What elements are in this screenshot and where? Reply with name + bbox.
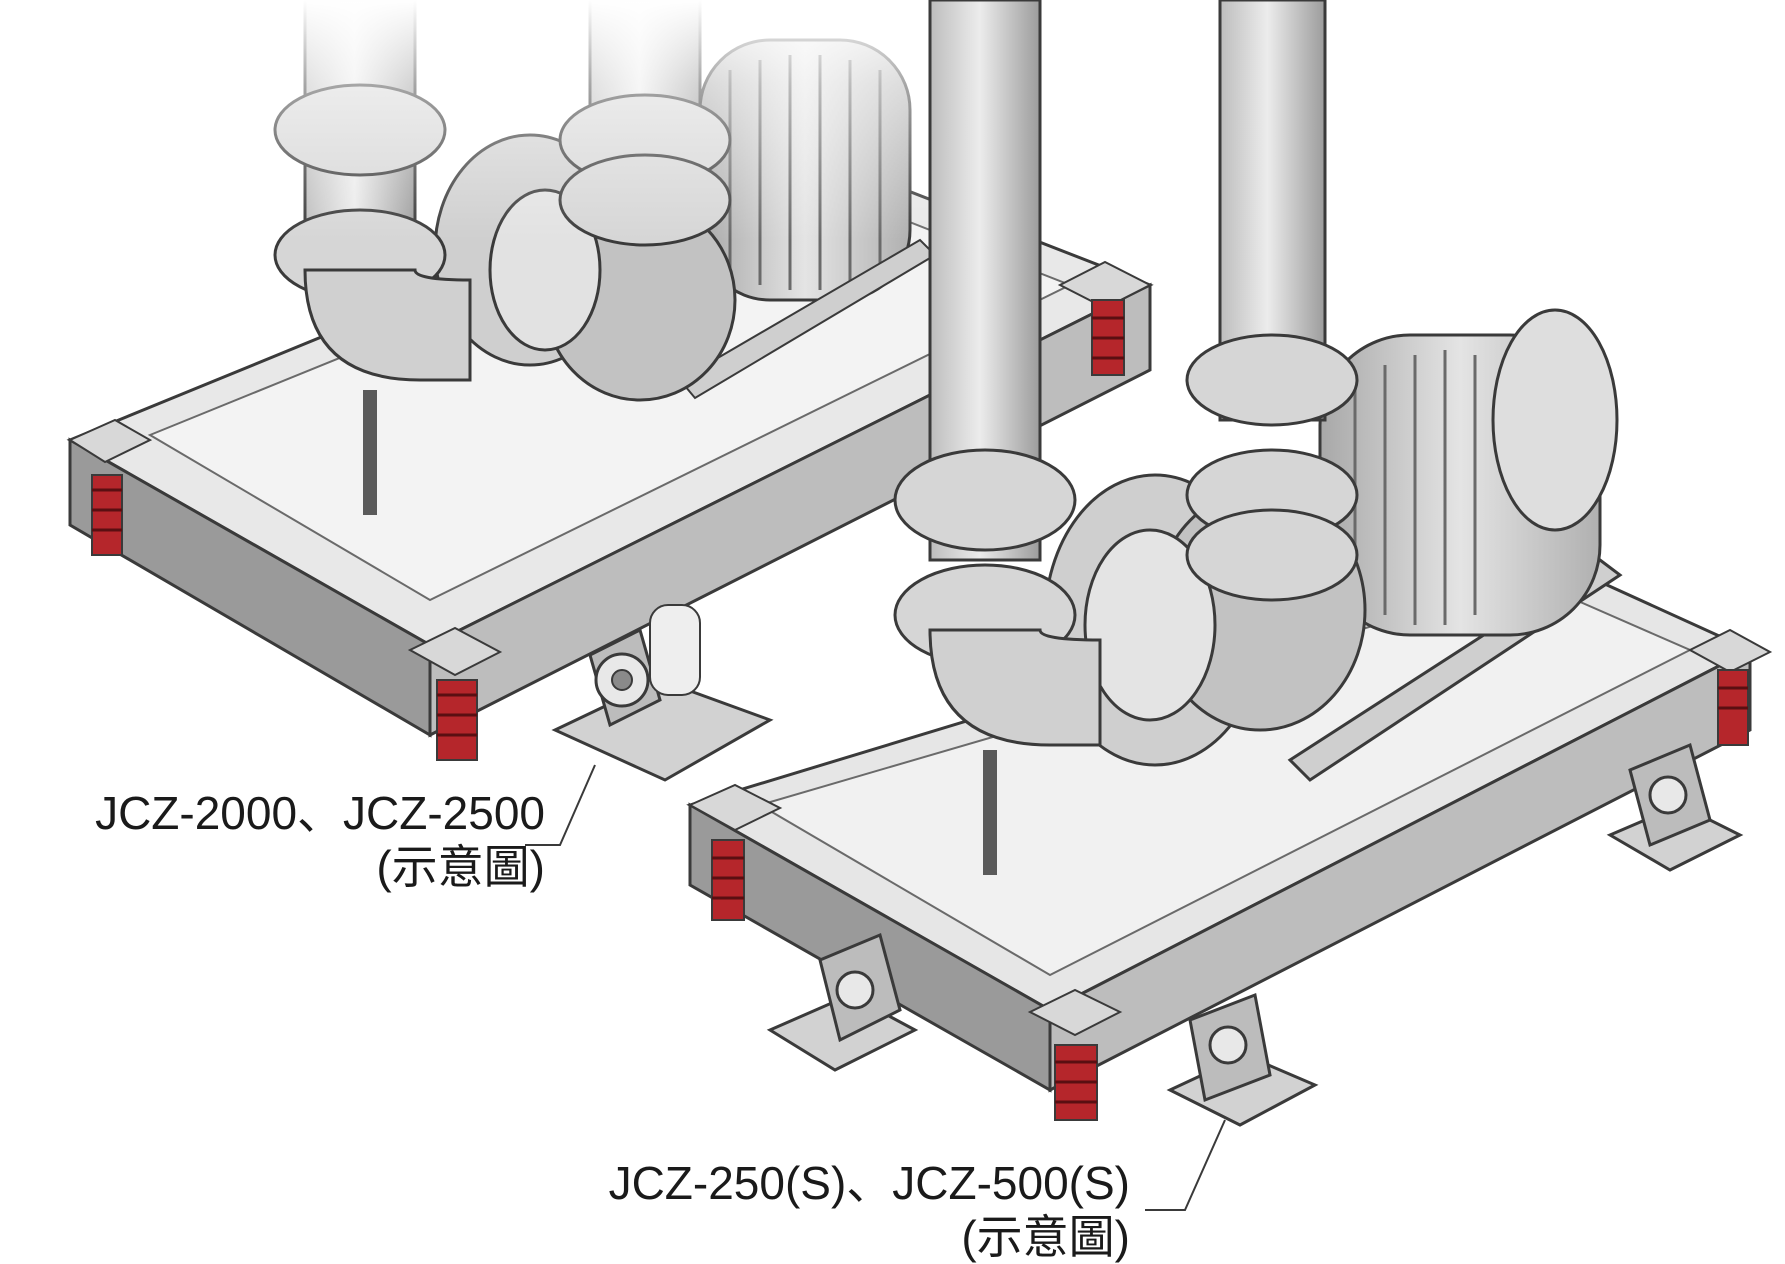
- seismic-restraint-bracket: [766, 932, 919, 1072]
- spring-isolator: [1717, 669, 1749, 746]
- spring-isolator: [1091, 299, 1125, 376]
- spring-isolator: [711, 839, 745, 921]
- spring-isolator: [436, 679, 478, 761]
- seismic-restraint-bracket: [551, 604, 774, 782]
- callout-model-text: JCZ-2000、JCZ-2500: [95, 787, 545, 839]
- spring-isolator: [91, 474, 123, 556]
- callout-note-text: (示意圖): [376, 841, 545, 893]
- callout-leader-line: [1145, 1119, 1226, 1211]
- pump-unit-large: [0, 0, 1785, 782]
- pipe-elbow: [928, 628, 1102, 747]
- callout-label-large: JCZ-2000、JCZ-2500 (示意圖): [25, 786, 545, 894]
- pump-unit-small: [686, 0, 1773, 1127]
- spring-isolator: [1054, 1044, 1098, 1121]
- seismic-restraint-bracket: [1166, 992, 1319, 1127]
- callout-model-text: JCZ-250(S)、JCZ-500(S): [608, 1157, 1130, 1209]
- seismic-restraint-bracket: [1606, 742, 1744, 872]
- pipe-elbow: [303, 268, 472, 382]
- callout-leader-line: [525, 764, 596, 846]
- electric-motor: [1318, 308, 1619, 637]
- callout-note-text: (示意圖): [961, 1211, 1130, 1263]
- callout-label-small: JCZ-250(S)、JCZ-500(S) (示意圖): [555, 1156, 1130, 1264]
